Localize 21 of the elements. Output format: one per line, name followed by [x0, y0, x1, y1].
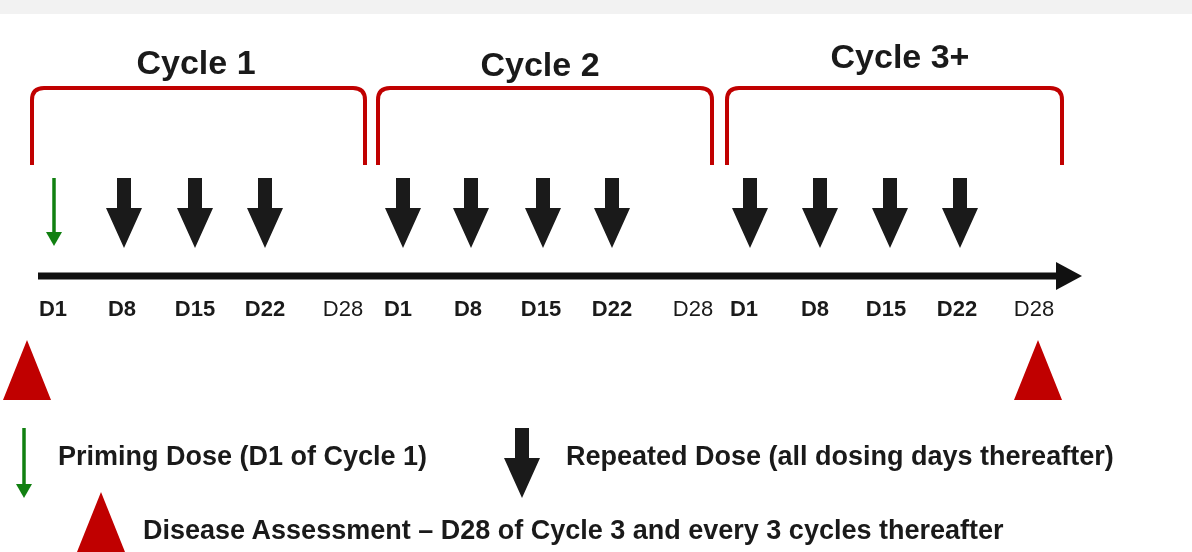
cycle-label: Cycle 1 — [136, 42, 256, 82]
day-label: D22 — [244, 296, 286, 322]
day-label: D28 — [672, 296, 714, 322]
legend-text: Priming Dose (D1 of Cycle 1) — [58, 440, 428, 472]
day-label: D1 — [38, 296, 68, 322]
day-label: D15 — [865, 296, 907, 322]
day-label: D22 — [936, 296, 978, 322]
day-label: D22 — [591, 296, 633, 322]
legend-text: Disease Assessment – D28 of Cycle 3 and every 3 cycles thereafter — [143, 514, 1004, 546]
day-label: D1 — [383, 296, 413, 322]
legend-text: Repeated Dose (all dosing days thereafter) — [566, 440, 1114, 472]
day-label: D28 — [322, 296, 364, 322]
day-label: D1 — [729, 296, 759, 322]
cycle-label: Cycle 2 — [480, 44, 600, 84]
day-label: D15 — [520, 296, 562, 322]
cycle-label: Cycle 3+ — [830, 36, 970, 76]
day-label: D8 — [800, 296, 830, 322]
day-label: D28 — [1013, 296, 1055, 322]
day-label: D15 — [174, 296, 216, 322]
day-label: D8 — [107, 296, 137, 322]
day-label: D8 — [453, 296, 483, 322]
